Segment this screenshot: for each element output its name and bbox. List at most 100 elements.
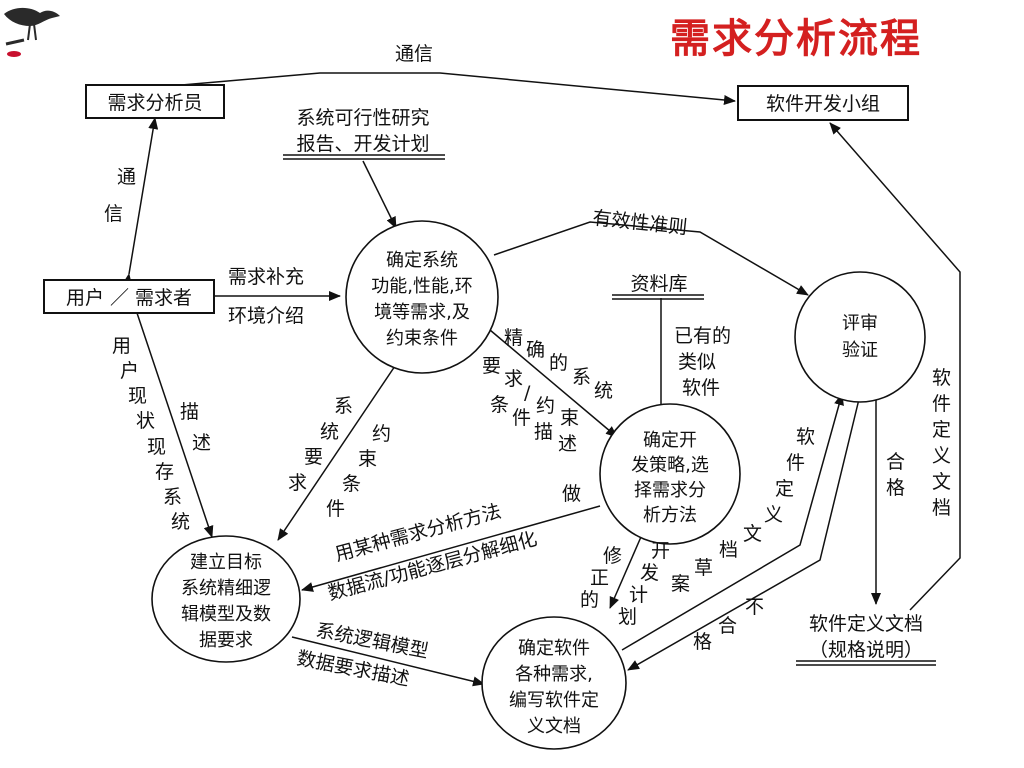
label-validity-criteria: 有效性准则 xyxy=(591,207,688,239)
label-comm-left-1: 通 xyxy=(117,166,136,188)
node-define-requirements: 确定软件 各种需求, 编写软件定 义文档 xyxy=(481,616,627,750)
node-define-line-3: 编写软件定 xyxy=(509,690,599,711)
label-reqdesc-char: 件 xyxy=(512,407,531,429)
node-define-line-2: 各种需求, xyxy=(515,664,593,685)
label-draft-char: 文 xyxy=(743,523,762,545)
label-sysreq-char: 要 xyxy=(304,446,323,468)
label-precise-char: 系 xyxy=(572,366,591,388)
label-describe-1: 描 xyxy=(180,401,199,423)
node-strategy-line-3: 择需求分 xyxy=(634,480,706,501)
label-draft-char: 定 xyxy=(775,478,794,500)
edge-user-to-target xyxy=(136,312,214,538)
label-precise-char: 精 xyxy=(504,327,523,349)
box-label-devteam: 软件开发小组 xyxy=(766,93,880,115)
edge-feasibility-to-determine xyxy=(362,160,397,229)
edge-define-to-review xyxy=(621,393,844,651)
node-strategy-line-4: 析方法 xyxy=(643,505,697,526)
edge-specdoc-to-devteam xyxy=(829,122,961,611)
edges xyxy=(122,72,961,687)
label-revised-1: 修 xyxy=(603,545,622,567)
label-current-char: 统 xyxy=(171,511,190,533)
edge-strategy-to-target xyxy=(301,505,601,592)
label-system-requirements: 系 统 要 求 xyxy=(288,395,353,494)
label-constraint-char: 件 xyxy=(326,498,345,520)
label-supplement-2: 环境介绍 xyxy=(228,305,304,327)
label-comm-top: 通信 xyxy=(395,43,433,65)
node-strategy-line-2: 发策略,选 xyxy=(631,455,709,476)
node-review-line-2: 验证 xyxy=(842,340,878,361)
label-devplan-2: 发 xyxy=(640,562,659,584)
doc-database: 资料库 xyxy=(612,273,704,300)
node-determine-system: 确定系统 功能,性能,环 境等需求,及 约束条件 xyxy=(345,220,499,374)
label-specside-char: 义 xyxy=(932,445,951,467)
node-strategy-line-1: 确定开 xyxy=(643,430,697,451)
label-reqdesc-char: 要 xyxy=(482,355,501,377)
label-current-char: 现 xyxy=(147,436,166,458)
label-revised-2: 正 xyxy=(590,567,609,589)
label-specside-char: 档 xyxy=(932,497,951,519)
label-draft-char: 档 xyxy=(719,539,738,561)
label-reqdesc-char: / xyxy=(524,382,531,404)
label-precise-system: 精 确 的 系 统 xyxy=(504,327,613,402)
doc-feasibility-line-2: 报告、开发计划 xyxy=(296,133,429,155)
node-target-line-2: 系统精细逻 xyxy=(181,578,271,599)
node-review-verify: 评审 验证 xyxy=(794,271,926,403)
doc-spec-line-1: 软件定义文档 xyxy=(809,613,923,635)
node-determine-line-2: 功能,性能,环 xyxy=(371,276,472,297)
bird-logo-icon xyxy=(4,7,60,57)
label-precise-char: 统 xyxy=(594,380,613,402)
label-constraint-char: 条 xyxy=(342,473,361,495)
label-draft-doc: 软 件 定 义 文 档 草 案 xyxy=(671,426,815,595)
label-precise-char: 的 xyxy=(549,352,568,374)
doc-feasibility-report: 系统可行性研究 报告、开发计划 xyxy=(283,107,445,160)
node-define-line-4: 义文档 xyxy=(527,716,581,737)
edge-analyst-user xyxy=(122,117,159,286)
label-sysreq-char: 系 xyxy=(334,395,353,417)
node-target-line-1: 建立目标 xyxy=(190,552,262,573)
label-devplan-4: 划 xyxy=(618,606,637,628)
label-specside-char: 文 xyxy=(932,471,951,493)
label-draft-char: 软 xyxy=(796,426,815,448)
edge-strategy-to-define xyxy=(609,529,645,609)
edge-determine-to-strategy xyxy=(489,329,618,438)
node-determine-line-3: 境等需求,及 xyxy=(374,302,470,323)
label-unqualified-char: 不 xyxy=(745,596,764,618)
label-devplan-1: 开 xyxy=(651,540,670,562)
node-review-line-1: 评审 xyxy=(842,313,878,334)
edge-determine-to-review xyxy=(493,221,809,296)
label-current-char: 系 xyxy=(163,486,182,508)
label-constraint-char: 约 xyxy=(372,423,391,445)
label-req-constraint-desc: 要 求 / 约 束 条 件 描 述 xyxy=(482,355,579,455)
label-precise-char: 确 xyxy=(526,339,545,361)
label-qualified-1: 合 xyxy=(886,451,905,473)
label-current-char: 现 xyxy=(128,385,147,407)
node-target-model: 建立目标 系统精细逻 辑模型及数 据要求 xyxy=(151,535,301,663)
doc-software-spec: 软件定义文档 （规格说明） xyxy=(796,613,936,666)
label-method-line-2: 做 xyxy=(562,483,581,505)
label-devplan-3: 计 xyxy=(629,584,648,606)
slide-title: 需求分析流程 xyxy=(670,15,922,62)
label-current-char: 状 xyxy=(136,410,155,432)
label-similar-2: 类似 xyxy=(678,351,716,373)
box-user-requester: 用户 ／ 需求者 xyxy=(43,279,215,314)
doc-spec-line-2: （规格说明） xyxy=(809,639,923,661)
label-draft-char: 件 xyxy=(786,452,805,474)
label-revised-3: 的 xyxy=(580,589,599,611)
label-sysreq-char: 统 xyxy=(320,421,339,443)
box-software-dev-team: 软件开发小组 xyxy=(737,85,909,121)
label-comm-left-2: 信 xyxy=(104,203,123,225)
label-unqualified-char: 格 xyxy=(693,631,712,653)
label-similar-3: 软件 xyxy=(682,377,720,399)
doc-feasibility-line-1: 系统可行性研究 xyxy=(296,107,429,129)
edge-review-to-define xyxy=(627,394,861,671)
label-draft-char: 义 xyxy=(764,504,783,526)
label-reqdesc-char: 求 xyxy=(504,368,523,390)
box-requirements-analyst: 需求分析员 xyxy=(85,84,225,119)
doc-database-label: 资料库 xyxy=(630,273,687,295)
label-specside-char: 软 xyxy=(932,367,951,389)
label-qualified-2: 格 xyxy=(886,477,905,499)
label-specside-char: 件 xyxy=(932,393,951,415)
label-draft-char: 草 xyxy=(694,557,713,579)
